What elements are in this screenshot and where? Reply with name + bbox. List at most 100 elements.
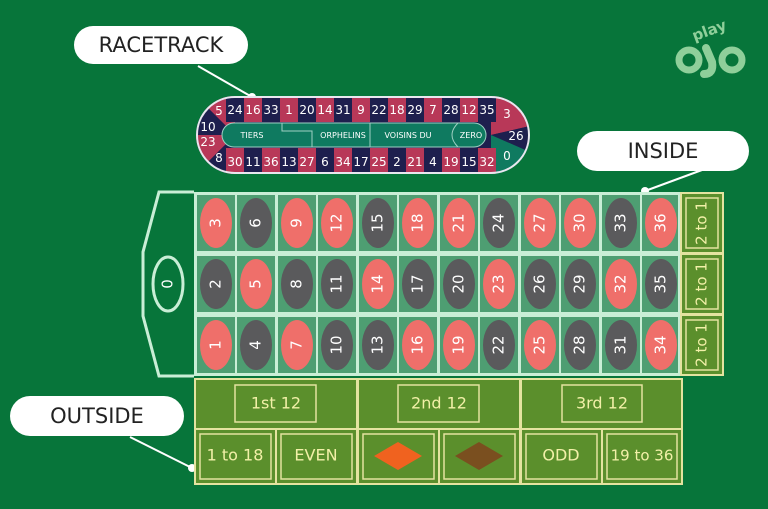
rt-bottom-10[interactable]: 21: [407, 155, 422, 169]
rt-right-0[interactable]: 3: [503, 107, 511, 121]
cell-6[interactable]: 6: [237, 195, 275, 251]
rt-bottom-13[interactable]: 15: [461, 155, 476, 169]
rt-top-6[interactable]: 31: [335, 103, 350, 117]
cell-2[interactable]: 2: [197, 256, 235, 312]
column-bet-bottom[interactable]: 2 to 1: [682, 316, 722, 374]
cell-1[interactable]: 1: [197, 317, 235, 373]
svg-text:1: 1: [207, 340, 225, 350]
rt-top-3[interactable]: 1: [285, 103, 293, 117]
rt-section-zero[interactable]: ZERO: [460, 131, 482, 140]
svg-text:20: 20: [450, 274, 468, 293]
rt-bottom-14[interactable]: 32: [479, 155, 494, 169]
cell-36[interactable]: 36: [642, 195, 678, 251]
cell-11[interactable]: 11: [318, 256, 356, 312]
bet-odd[interactable]: ODD: [522, 430, 601, 483]
rt-bottom-5[interactable]: 6: [321, 155, 329, 169]
bet-red[interactable]: [359, 430, 438, 483]
rt-bottom-2[interactable]: 36: [263, 155, 278, 169]
cell-33[interactable]: 33: [602, 195, 640, 251]
dozen-3rd[interactable]: 3rd 12: [522, 380, 681, 428]
rt-left-0[interactable]: 5: [215, 104, 223, 118]
cell-19[interactable]: 19: [440, 317, 478, 373]
rt-section-tiers[interactable]: TIERS: [240, 131, 264, 140]
rt-left-3[interactable]: 8: [215, 151, 223, 165]
rt-top-11[interactable]: 7: [429, 103, 437, 117]
cell-35[interactable]: 35: [642, 256, 678, 312]
cell-20[interactable]: 20: [440, 256, 478, 312]
rt-bottom-9[interactable]: 2: [393, 155, 401, 169]
rt-top-0[interactable]: 24: [227, 103, 242, 117]
cell-14[interactable]: 14: [359, 256, 397, 312]
rt-bottom-4[interactable]: 27: [299, 155, 314, 169]
rt-bottom-1[interactable]: 11: [245, 155, 260, 169]
rt-top-8[interactable]: 22: [371, 103, 386, 117]
cell-16[interactable]: 16: [399, 317, 437, 373]
cell-17[interactable]: 17: [399, 256, 437, 312]
bet-even[interactable]: EVEN: [277, 430, 356, 483]
bet-19-to-36[interactable]: 19 to 36: [603, 430, 681, 483]
cell-26[interactable]: 26: [521, 256, 559, 312]
rt-right-1[interactable]: 26: [508, 129, 523, 143]
rt-bottom-6[interactable]: 34: [335, 155, 350, 169]
cell-24[interactable]: 24: [480, 195, 518, 251]
cell-12[interactable]: 12: [318, 195, 356, 251]
racetrack[interactable]: 24 16 33 1 20 14 31 9 22 18 29 7 28 12 3…: [196, 96, 530, 174]
cell-21[interactable]: 21: [440, 195, 478, 251]
cell-27[interactable]: 27: [521, 195, 559, 251]
svg-text:13: 13: [369, 335, 387, 354]
rt-bottom-12[interactable]: 19: [443, 155, 458, 169]
rt-section-orphelins[interactable]: ORPHELINS: [320, 131, 366, 140]
rt-right-2[interactable]: 0: [503, 149, 511, 163]
rt-bottom-7[interactable]: 17: [353, 155, 368, 169]
rt-bottom-8[interactable]: 25: [371, 155, 386, 169]
cell-32[interactable]: 32: [602, 256, 640, 312]
rt-top-1[interactable]: 16: [245, 103, 260, 117]
rt-top-4[interactable]: 20: [299, 103, 314, 117]
cell-3[interactable]: 3: [197, 195, 235, 251]
cell-4[interactable]: 4: [237, 317, 275, 373]
cell-30[interactable]: 30: [561, 195, 599, 251]
black-diamond-icon: [455, 442, 503, 470]
rt-top-13[interactable]: 12: [461, 103, 476, 117]
column-bet-top[interactable]: 2 to 1: [682, 194, 722, 252]
cell-29[interactable]: 29: [561, 256, 599, 312]
rt-top-5[interactable]: 14: [317, 103, 332, 117]
cell-23[interactable]: 23: [480, 256, 518, 312]
cell-8[interactable]: 8: [278, 256, 316, 312]
rt-section-voisins[interactable]: VOISINS DU: [384, 131, 431, 140]
rt-bottom-11[interactable]: 4: [429, 155, 437, 169]
rt-top-7[interactable]: 9: [357, 103, 365, 117]
inside-row-bottom: 1 4 7 10 13 16 19 22 25 28 31 34: [197, 317, 678, 373]
rt-top-14[interactable]: 35: [479, 103, 494, 117]
cell-22[interactable]: 22: [480, 317, 518, 373]
column-bet-middle[interactable]: 2 to 1: [682, 255, 722, 313]
cell-7[interactable]: 7: [278, 317, 316, 373]
rt-top-9[interactable]: 18: [389, 103, 404, 117]
bet-1-to-18[interactable]: 1 to 18: [196, 430, 275, 483]
svg-text:14: 14: [369, 274, 387, 293]
dozen-2nd[interactable]: 2nd 12: [359, 380, 519, 428]
svg-text:4: 4: [247, 340, 265, 350]
rt-bottom-0[interactable]: 30: [227, 155, 242, 169]
zero-area[interactable]: [141, 190, 194, 378]
zero-number[interactable]: 0: [159, 279, 177, 289]
rt-left-1[interactable]: 10: [200, 120, 215, 134]
rt-top-10[interactable]: 29: [407, 103, 422, 117]
cell-34[interactable]: 34: [642, 317, 678, 373]
dozen-1st[interactable]: 1st 12: [196, 380, 356, 428]
cell-10[interactable]: 10: [318, 317, 356, 373]
rt-left-2[interactable]: 23: [200, 135, 215, 149]
cell-28[interactable]: 28: [561, 317, 599, 373]
rt-top-2[interactable]: 33: [263, 103, 278, 117]
bet-black[interactable]: [440, 430, 519, 483]
cell-15[interactable]: 15: [359, 195, 397, 251]
cell-31[interactable]: 31: [602, 317, 640, 373]
cell-13[interactable]: 13: [359, 317, 397, 373]
cell-9[interactable]: 9: [278, 195, 316, 251]
svg-text:35: 35: [652, 274, 670, 293]
cell-25[interactable]: 25: [521, 317, 559, 373]
cell-18[interactable]: 18: [399, 195, 437, 251]
cell-5[interactable]: 5: [237, 256, 275, 312]
rt-bottom-3[interactable]: 13: [281, 155, 296, 169]
rt-top-12[interactable]: 28: [443, 103, 458, 117]
